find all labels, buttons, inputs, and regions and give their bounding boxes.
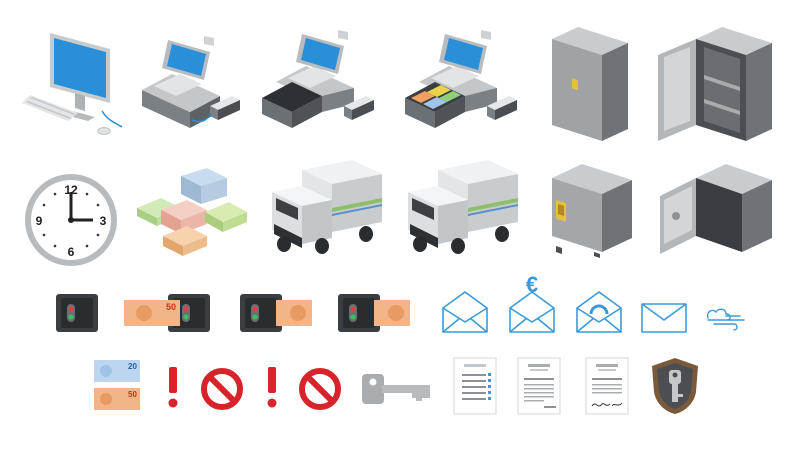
clock-number-12: 12 bbox=[64, 183, 78, 197]
cash-register-closed-icon bbox=[142, 36, 240, 128]
clock-number-9: 9 bbox=[36, 214, 43, 228]
bill-acceptor-empty-icon bbox=[56, 294, 98, 332]
safe-closed-small-icon bbox=[552, 164, 632, 258]
cash-register-open-full-icon bbox=[405, 30, 517, 128]
note-50-label: 50 bbox=[166, 302, 176, 312]
safe-open-small-icon bbox=[660, 164, 772, 254]
form-document-icon bbox=[517, 357, 561, 415]
key-icon bbox=[362, 374, 430, 404]
note-50-small-label: 50 bbox=[128, 390, 137, 399]
envelope-at-icon bbox=[576, 291, 622, 333]
signed-document-icon bbox=[585, 357, 629, 415]
money-stacks-icon bbox=[137, 168, 247, 256]
banknotes-pair-icon: 20 50 bbox=[94, 360, 140, 410]
safe-closed-tall-icon bbox=[552, 27, 628, 141]
exclamation-alt-icon bbox=[267, 367, 277, 408]
desktop-computer-icon bbox=[22, 33, 123, 135]
checklist-document-icon bbox=[453, 357, 497, 415]
armored-truck-icon bbox=[272, 160, 382, 254]
wall-clock-icon: 12 3 6 9 bbox=[25, 174, 117, 266]
wind-icon bbox=[706, 308, 745, 331]
prohibited-icon bbox=[201, 368, 243, 410]
safe-open-tall-icon bbox=[658, 27, 772, 141]
clock-number-3: 3 bbox=[100, 214, 107, 228]
bill-acceptor-ejecting-icon bbox=[338, 294, 410, 332]
cash-register-open-empty-icon bbox=[262, 30, 374, 128]
envelope-open-icon bbox=[442, 291, 488, 333]
svg-text:€: € bbox=[526, 272, 538, 297]
clock-number-6: 6 bbox=[68, 245, 75, 259]
armored-truck-alt-icon bbox=[408, 160, 518, 254]
exclamation-icon bbox=[168, 367, 178, 408]
bill-acceptor-inserting-icon: 50 bbox=[124, 294, 210, 332]
envelope-closed-icon bbox=[641, 303, 687, 333]
prohibited-alt-icon bbox=[299, 368, 341, 410]
note-20-label: 20 bbox=[128, 362, 137, 371]
security-shield-key-icon bbox=[652, 358, 698, 414]
envelope-euro-icon: € bbox=[509, 272, 555, 333]
bill-acceptor-accepting-icon bbox=[240, 294, 312, 332]
